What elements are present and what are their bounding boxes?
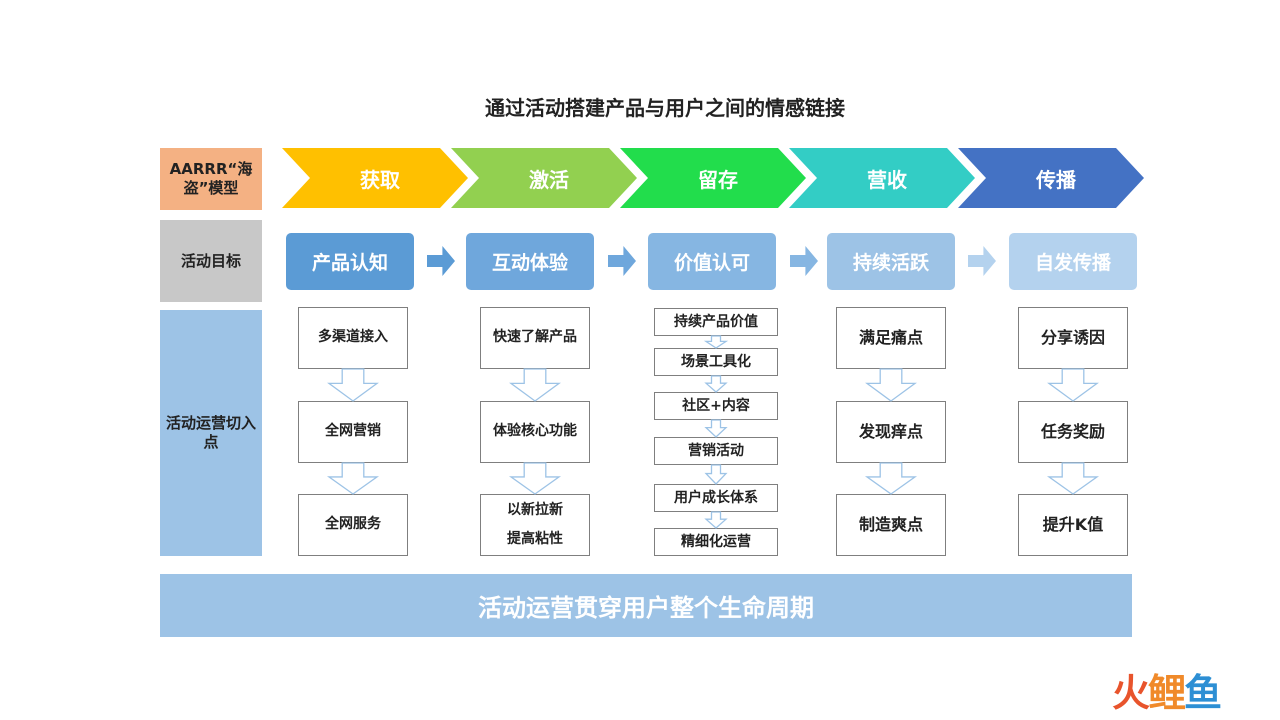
down-arrow-icon [703, 335, 729, 349]
entry-point-box: 多渠道接入 [298, 307, 408, 369]
down-arrow-icon [704, 464, 728, 485]
down-arrow-icon [864, 462, 918, 495]
entry-point-box: 持续产品价值 [654, 308, 778, 336]
goal-box: 价值认可 [648, 233, 776, 290]
stage-label: 获取 [360, 167, 400, 192]
down-arrow-icon [1046, 462, 1100, 495]
entry-point-box: 制造爽点 [836, 494, 946, 556]
entry-point-box: 快速了解产品 [480, 307, 590, 369]
down-arrow-icon [704, 419, 728, 438]
stage-label: 留存 [698, 167, 738, 192]
stage-chevron: 激活 [451, 148, 637, 208]
down-arrow-icon [326, 462, 380, 495]
down-arrow-icon [508, 462, 562, 495]
down-arrow-icon [327, 368, 379, 402]
row-label-entry: 活动运营切入点 [160, 310, 262, 556]
goal-box: 互动体验 [466, 233, 594, 290]
stage-label: 传播 [1036, 167, 1076, 192]
goal-box: 产品认知 [286, 233, 414, 290]
stage-chevron: 留存 [620, 148, 806, 208]
stage-label: 激活 [529, 167, 569, 192]
entry-point-box: 以新拉新 提高粘性 [480, 494, 590, 556]
row-label-goal: 活动目标 [160, 220, 262, 302]
down-arrow-icon [704, 375, 728, 393]
down-arrow-icon [865, 368, 917, 402]
logo-char-2: 鲤 [1148, 671, 1186, 715]
row-label-model: AARRR“海盗”模型 [160, 148, 262, 210]
stage-label: 营收 [867, 167, 907, 192]
goal-box: 持续活跃 [827, 233, 955, 290]
stage-chevron: 营收 [789, 148, 975, 208]
stage-chevron: 传播 [958, 148, 1144, 208]
entry-point-box: 体验核心功能 [480, 401, 590, 463]
down-arrow-icon [1047, 368, 1099, 402]
entry-point-box: 分享诱因 [1018, 307, 1128, 369]
page-title: 通过活动搭建产品与用户之间的情感链接 [485, 96, 845, 120]
entry-point-box: 全网服务 [298, 494, 408, 556]
logo-char-1: 火 [1112, 671, 1150, 715]
brand-logo: 火鲤鱼 [1112, 670, 1272, 716]
entry-point-box: 用户成长体系 [654, 484, 778, 512]
logo-char-3: 鱼 [1184, 671, 1222, 715]
down-arrow-icon [704, 511, 728, 529]
stage-chevron: 获取 [282, 148, 468, 208]
bottom-banner: 活动运营贯穿用户整个生命周期 [160, 574, 1132, 637]
entry-point-box: 营销活动 [654, 437, 778, 465]
goal-box: 自发传播 [1009, 233, 1137, 290]
down-arrow-icon [509, 368, 561, 402]
entry-point-box: 提升K值 [1018, 494, 1128, 556]
